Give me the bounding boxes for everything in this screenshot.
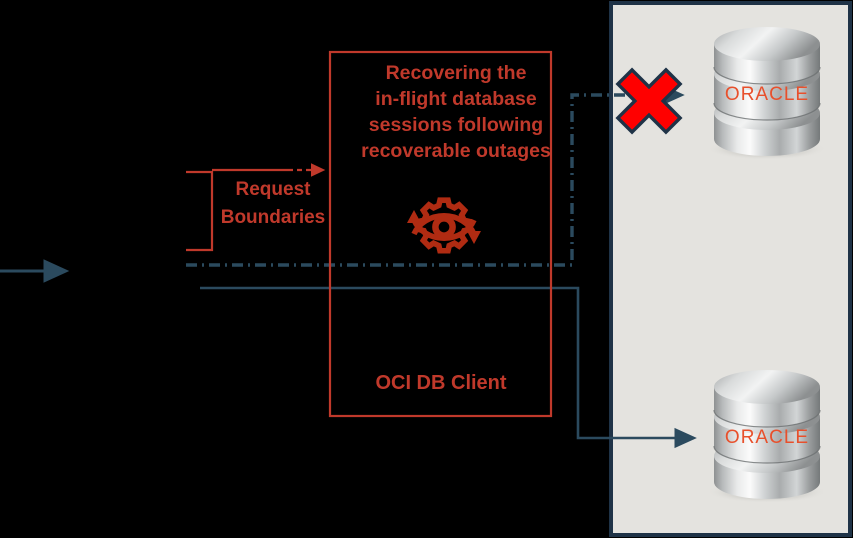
client-box-title: Recovering the in-flight database sessio… [361, 62, 551, 162]
oci-db-client-box [328, 50, 553, 418]
recovered-session-path [200, 286, 697, 449]
red-x-mark [615, 67, 683, 135]
oracle-database-top [706, 26, 828, 161]
oracle-database-bottom [706, 369, 828, 504]
failed-session-path [186, 81, 685, 267]
request-boundaries-label: Request Boundaries [220, 179, 326, 228]
oci-db-client-label: OCI DB Client [375, 372, 507, 394]
request-boundaries-bracket [186, 163, 326, 252]
recovery-gear-icon [407, 197, 481, 254]
